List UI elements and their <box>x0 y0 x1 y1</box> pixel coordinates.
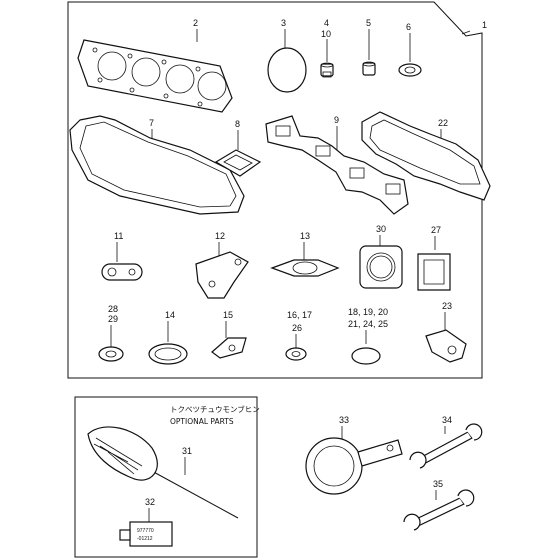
label-2: 2 <box>193 18 198 28</box>
kit-frame <box>67 1 483 379</box>
label-10: 10 <box>321 29 331 39</box>
washer-28 <box>98 346 124 362</box>
tube-code-2: -01212 <box>137 536 153 542</box>
exhaust-gasket <box>361 111 491 201</box>
cleaning-brush <box>87 426 239 519</box>
label-14: 14 <box>165 310 175 320</box>
label-3: 3 <box>281 18 286 28</box>
label-18-19-20: 18, 19, 20 <box>348 307 388 317</box>
label-1: 1 <box>482 20 487 30</box>
gasket-23 <box>425 329 467 363</box>
head-gasket <box>77 39 233 113</box>
optional-title-en: OPTIONAL PARTS <box>170 417 234 426</box>
label-16-17: 16, 17 <box>287 310 312 320</box>
wrench-34 <box>409 423 483 469</box>
head-cover-gasket <box>69 115 245 215</box>
label-8: 8 <box>235 119 240 129</box>
label-11: 11 <box>114 231 123 241</box>
label-31: 31 <box>182 446 192 456</box>
label-6: 6 <box>406 22 411 32</box>
label-13: 13 <box>300 231 310 241</box>
label-12: 12 <box>215 231 225 241</box>
optional-parts-frame <box>74 396 258 558</box>
gasket-12 <box>195 251 249 299</box>
square-gasket <box>214 149 262 177</box>
washer-14 <box>148 343 188 365</box>
valve-seal <box>320 62 334 78</box>
o-ring <box>267 47 307 93</box>
tube-code-1: 977770 <box>137 528 154 534</box>
label-34: 34 <box>442 415 452 425</box>
label-23: 23 <box>442 301 452 311</box>
label-26: 26 <box>292 323 302 333</box>
label-32: 32 <box>145 497 155 507</box>
gasket-15 <box>211 337 247 359</box>
label-22: 22 <box>438 118 448 128</box>
optional-title-jp: トクベツチュウモンブヒン <box>170 404 260 414</box>
label-35: 35 <box>433 479 443 489</box>
gasket-11 <box>101 263 143 281</box>
gasket-27 <box>417 253 451 291</box>
gasket-13 <box>270 259 340 277</box>
label-27: 27 <box>431 225 441 235</box>
seal-ring <box>398 63 422 77</box>
wrench-35 <box>403 489 475 531</box>
label-29: 29 <box>108 314 118 324</box>
spanner-wrench <box>305 437 403 495</box>
label-28: 28 <box>108 304 118 314</box>
label-15: 15 <box>223 310 233 320</box>
leader-lines <box>110 29 471 524</box>
label-9: 9 <box>334 115 339 125</box>
sealant-tube: 977770 -01212 <box>119 521 173 547</box>
bush <box>362 61 376 76</box>
label-4: 4 <box>324 18 329 28</box>
washer-16 <box>285 347 307 361</box>
disc-18 <box>351 347 381 365</box>
label-7: 7 <box>149 118 154 128</box>
label-21-24-25: 21, 24, 25 <box>348 319 388 329</box>
manifold-gasket <box>265 115 409 215</box>
label-33: 33 <box>339 415 349 425</box>
label-5: 5 <box>366 18 371 28</box>
label-30: 30 <box>376 224 386 234</box>
gasket-30 <box>359 245 403 289</box>
